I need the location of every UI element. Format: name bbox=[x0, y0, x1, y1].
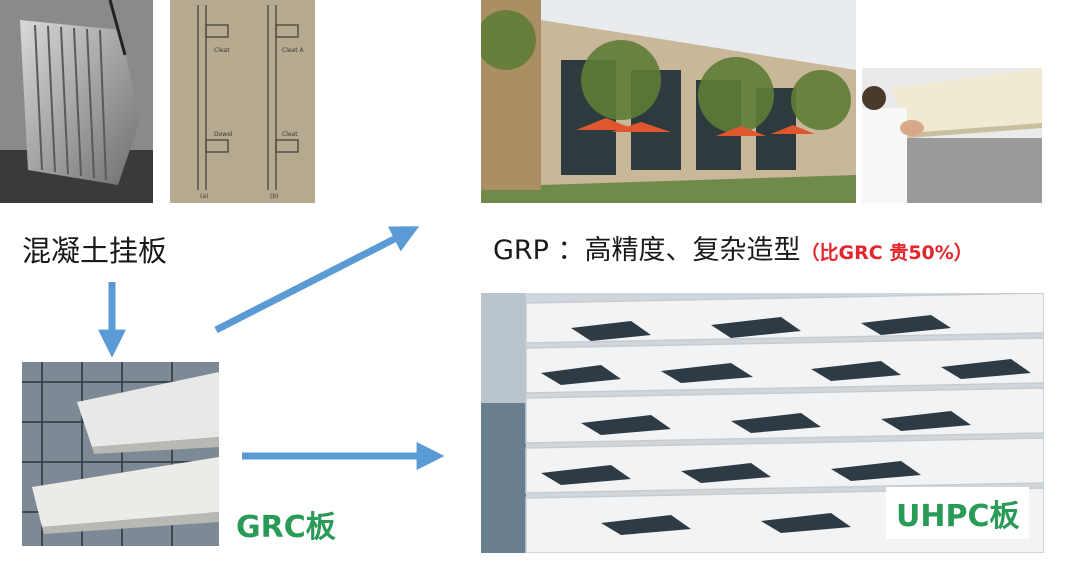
grp-label: GRP ：高精度、复杂造型（比GRC 贵50%） bbox=[493, 228, 973, 267]
drawing-label-bottom-right: Cleat bbox=[282, 131, 298, 138]
grp-cost-note: （比GRC 贵50%） bbox=[800, 242, 973, 264]
grc-panel-photo bbox=[22, 362, 219, 546]
uhpc-panel-label: UHPC板 bbox=[886, 487, 1030, 539]
grp-building-photo bbox=[481, 0, 856, 203]
connection-drawing: Cleat Cleat A Dowel Cleat (a) (b) bbox=[170, 0, 315, 203]
drawing-label-fig-left: (a) bbox=[200, 193, 208, 200]
arrow-up-right bbox=[214, 226, 420, 334]
grp-panel-worker-photo bbox=[862, 68, 1042, 203]
concrete-panel-photo bbox=[0, 0, 153, 203]
drawing-label-fig-right: (b) bbox=[270, 193, 279, 200]
drawing-label-bottom-left: Dowel bbox=[214, 131, 233, 138]
drawing-label-top-left: Cleat bbox=[214, 47, 230, 54]
grc-panel-label: GRC板 bbox=[236, 510, 336, 545]
concrete-panel-label: 混凝土挂板 bbox=[22, 234, 168, 268]
drawing-label-top-right: Cleat A bbox=[282, 47, 304, 54]
grp-main-text: GRP ：高精度、复杂造型 bbox=[493, 235, 801, 266]
